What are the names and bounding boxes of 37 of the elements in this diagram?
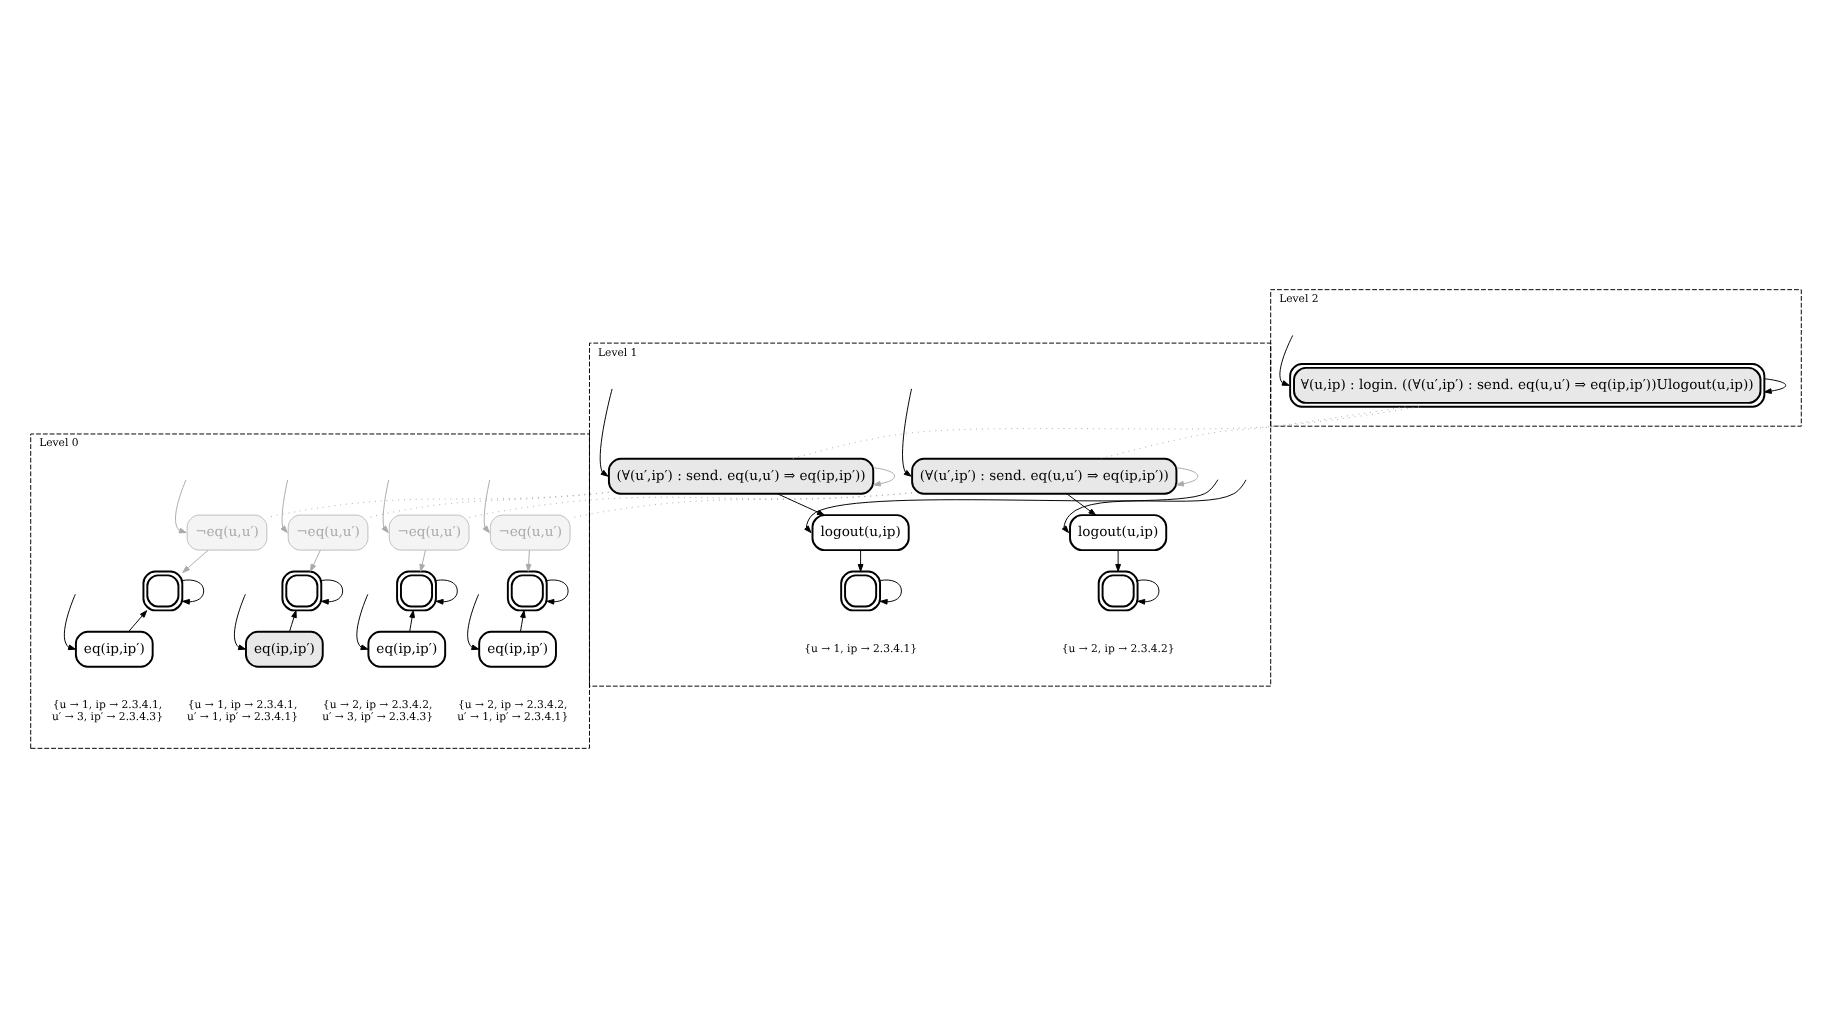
- arrow: [1279, 333, 1294, 385]
- arrow: [63, 592, 76, 650]
- arrow: [321, 578, 344, 604]
- arrow: [182, 578, 205, 604]
- arrow: [525, 548, 532, 571]
- arrow: [1176, 466, 1199, 486]
- arrow: [1066, 492, 1097, 515]
- arrow: [128, 609, 148, 632]
- arrow: [419, 548, 426, 571]
- arrow: [1115, 548, 1121, 571]
- connector: [468, 491, 913, 517]
- arrow: [409, 609, 415, 632]
- connector: [266, 490, 610, 518]
- arrow: [435, 578, 458, 604]
- arrow: [482, 478, 491, 533]
- arrow: [546, 578, 569, 604]
- arrow: [310, 548, 321, 571]
- arrow: [280, 478, 289, 533]
- arrow: [356, 592, 369, 650]
- arrow: [381, 478, 390, 533]
- arrow: [233, 592, 246, 650]
- arrow: [1763, 377, 1787, 393]
- arrow: [175, 478, 187, 533]
- arrow: [1137, 578, 1160, 604]
- arrow: [182, 548, 209, 572]
- arrow: [467, 592, 480, 650]
- connector: [792, 405, 1420, 459]
- arrow: [902, 387, 912, 476]
- arrow: [777, 492, 825, 515]
- arrow: [879, 578, 902, 604]
- arrow: [873, 466, 896, 486]
- arrow: [857, 548, 864, 571]
- arrow: [804, 478, 1219, 533]
- arrow: [289, 609, 297, 632]
- arrow: [1061, 478, 1247, 533]
- arrow: [519, 609, 526, 632]
- arrow: [599, 387, 613, 476]
